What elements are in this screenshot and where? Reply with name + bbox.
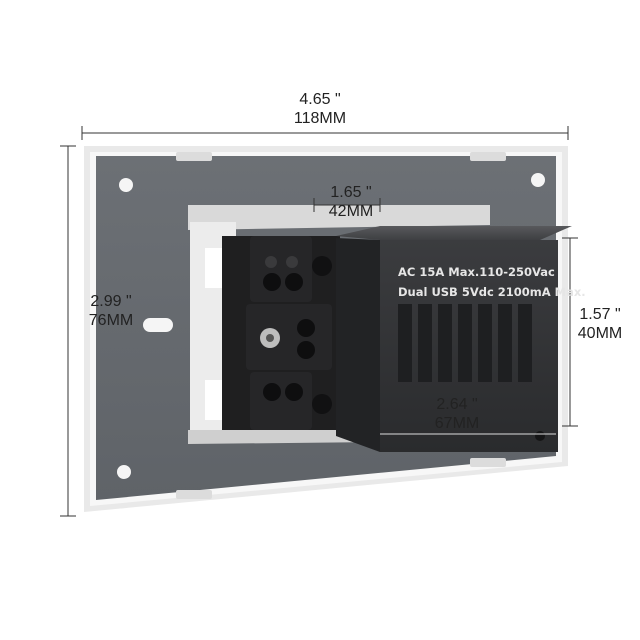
overall-height-inches: 2.99 " <box>90 293 132 310</box>
overall-width-inches: 4.65 " <box>299 91 341 108</box>
overall-height-label: 2.99 " 76MM <box>66 292 156 330</box>
dimension-lines <box>60 126 578 517</box>
module-length-label: 2.64 " 67MM <box>412 395 502 433</box>
module-depth-mm: 40MM <box>577 325 623 342</box>
spec-line-usb: Dual USB 5Vdc 2100mA Max. <box>398 285 586 299</box>
overall-height-mm: 76MM <box>88 312 134 329</box>
module-length-mm: 67MM <box>434 415 480 432</box>
overall-width-label: 4.65 " 118MM <box>260 90 380 128</box>
module-width-label: 1.65 " 42MM <box>306 183 396 221</box>
module-width-mm: 42MM <box>328 203 374 220</box>
terminal-block <box>222 236 340 430</box>
module-depth-inches: 1.57 " <box>579 306 621 323</box>
overall-width-mm: 118MM <box>293 110 347 127</box>
module-length-inches: 2.64 " <box>436 396 478 413</box>
module-width-inches: 1.65 " <box>330 184 372 201</box>
module-spec-label: AC 15A Max.110-250Vac Dual USB 5Vdc 2100… <box>398 262 586 302</box>
usb-module <box>336 226 572 452</box>
spec-line-ac: AC 15A Max.110-250Vac <box>398 265 555 279</box>
module-depth-label: 1.57 " 40MM <box>565 305 635 343</box>
vent-slots <box>398 304 532 382</box>
